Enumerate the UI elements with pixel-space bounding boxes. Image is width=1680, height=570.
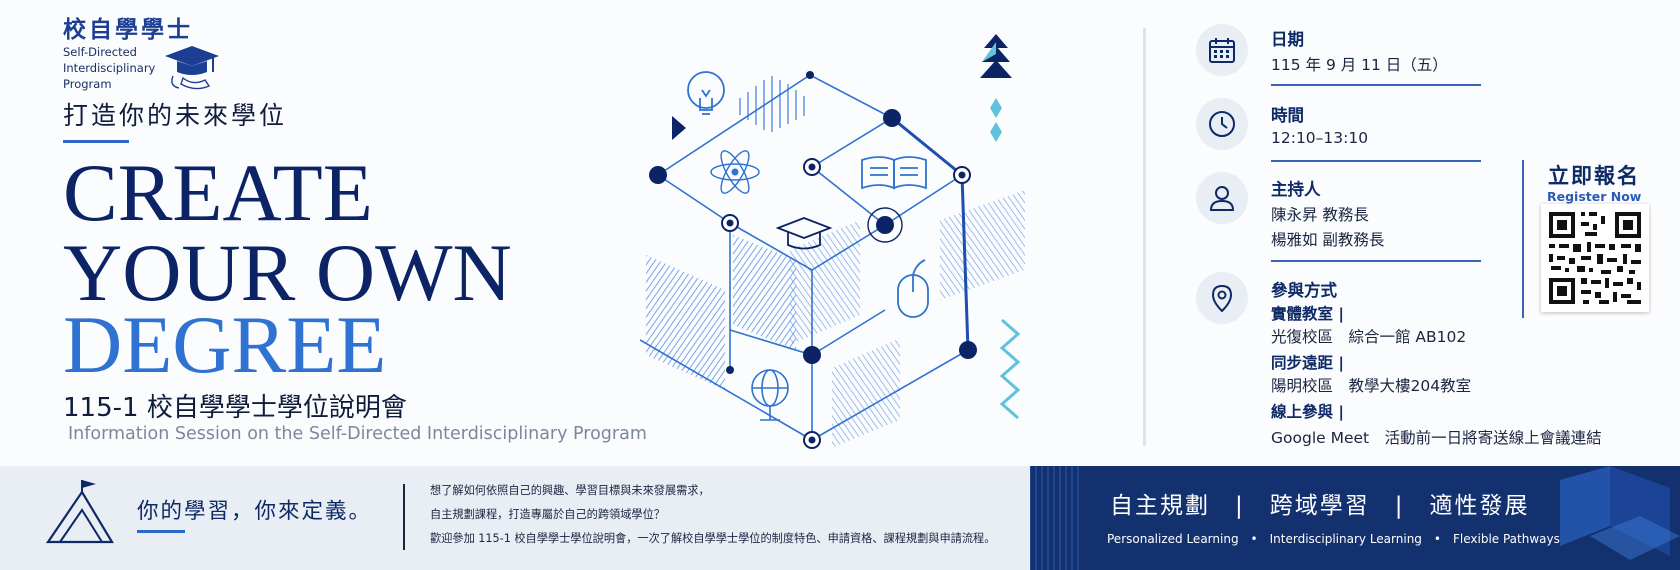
host-2: 楊雅如 副教務長 [1271,231,1385,249]
isometric-cube-illustration [640,34,1025,449]
intro-divider [403,484,405,550]
info-divider [1143,28,1146,446]
host-label: 主持人 [1271,180,1321,199]
sync-label: 同步遠距 | [1271,354,1345,372]
bottom-intro-band [0,466,1030,570]
logo-title: 校自學學士 [63,17,193,43]
online-value: Google Meet 活動前一日將寄送線上會議連結 [1271,429,1602,447]
session-title: 115-1 校自學學士學位說明會 [63,393,407,423]
online-label: 線上參與 | [1271,403,1345,421]
register-title[interactable]: 立即報名 [1548,164,1640,188]
headline-line-1: CREATE [63,147,373,238]
intro-line-3: 歡迎參加 115-1 校自學學士學位說明會，一次了解校自學學士學位的制度特色、申… [430,532,996,545]
mode-label: 參與方式 [1271,281,1337,300]
tagline-underline [63,140,129,143]
sync-value: 陽明校區 教學大樓204教室 [1271,377,1472,395]
host-1: 陳永昇 教務長 [1271,206,1369,224]
in-person-value: 光復校區 綜合一館 AB102 [1271,328,1467,346]
motto: 你的學習，你來定義。 [137,499,373,524]
motto-underline [137,530,185,533]
program-logo: 校自學學士 Self-Directed Interdisciplinary Pr… [63,10,293,91]
host-underline [1271,260,1481,262]
logo-english-name: Self-Directed Interdisciplinary Program [63,45,156,91]
intro-line-1: 想了解如何依照自己的興趣、學習目標與未來發展需求， [430,484,710,497]
person-icon [1196,172,1248,224]
headline-line-3: DEGREE [63,299,387,390]
qr-code-icon[interactable] [1541,204,1649,312]
tagline: 打造你的未來學位 [63,101,288,130]
session-subtitle: Information Session on the Self-Directed… [68,424,647,444]
date-label: 日期 [1271,30,1304,49]
intro-line-2: 自主規劃課程，打造專屬於自己的跨領域學位？ [430,508,665,521]
register-subtitle[interactable]: Register Now [1547,189,1642,204]
time-underline [1271,160,1481,162]
calendar-icon [1196,24,1248,76]
register-divider [1522,160,1524,318]
time-value: 12:10–13:10 [1271,129,1369,147]
mountain-flag-icon [45,480,114,544]
date-value: 115 年 9 月 11 日（五） [1271,56,1448,74]
headline-line-2: YOUR OWN [63,227,512,318]
time-label: 時間 [1271,106,1304,125]
clock-icon [1196,98,1248,150]
pillars-english: Personalized Learning • Interdisciplinar… [1107,532,1560,546]
location-pin-icon [1196,272,1248,324]
graduation-cap-icon [165,46,219,90]
band-decoration [1030,466,1680,570]
pillars-title: 自主規劃 | 跨域學習 | 適性發展 [1110,493,1530,519]
date-underline [1271,84,1481,86]
in-person-label: 實體教室 | [1271,305,1345,323]
bottom-pillars-band [1030,466,1680,570]
